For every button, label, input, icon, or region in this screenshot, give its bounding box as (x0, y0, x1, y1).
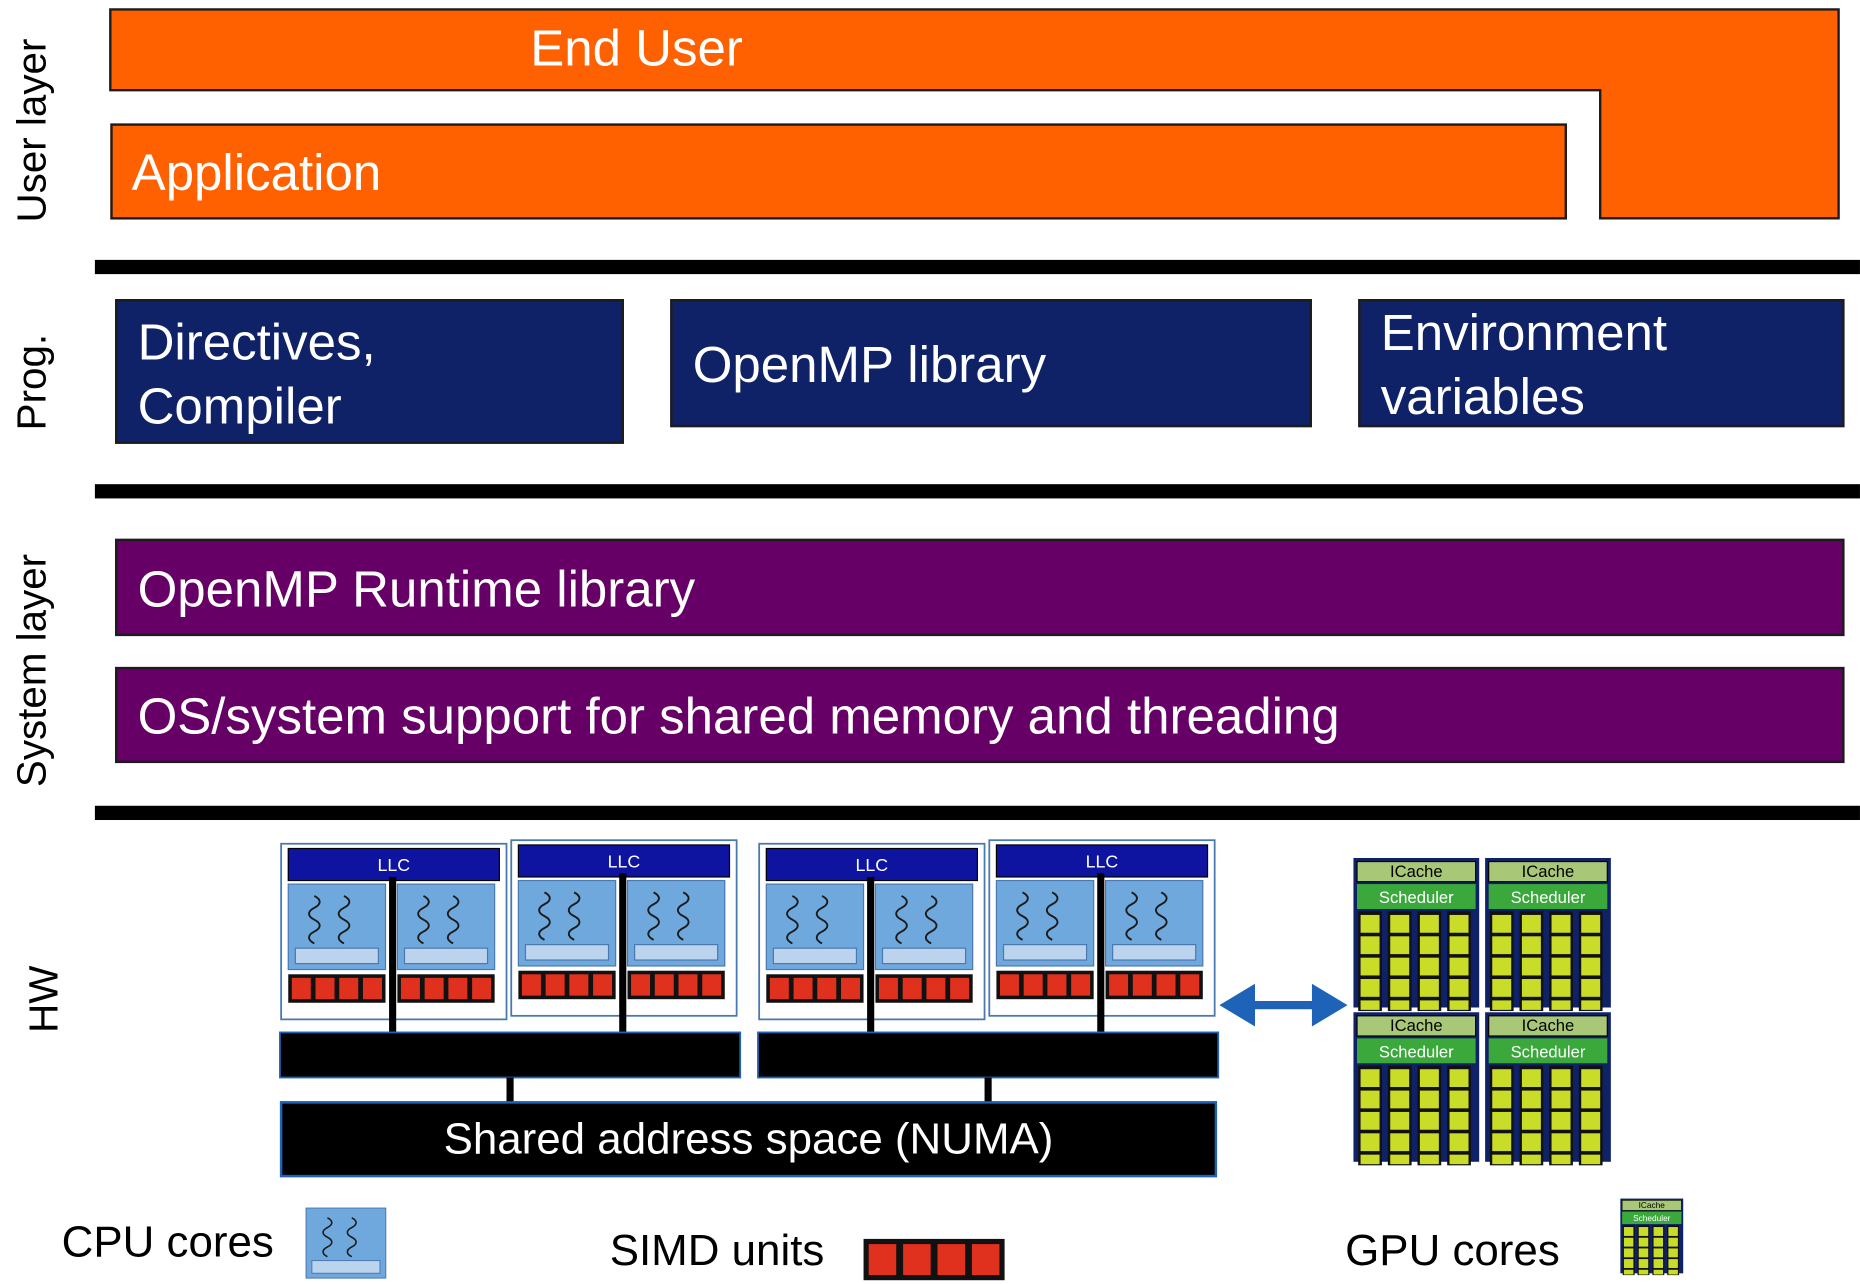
icache-label: ICache (1522, 862, 1575, 881)
simd-unit (996, 970, 1094, 1000)
scheduler-label: Scheduler (1633, 1213, 1671, 1223)
runtime-library-label: OpenMP Runtime library (137, 561, 696, 619)
llc-label: LLC (378, 855, 411, 875)
icache-label: ICache (1639, 1200, 1666, 1210)
numa-shared-memory: Shared address space (NUMA) (279, 1101, 1218, 1178)
cpu-core (518, 881, 615, 966)
cpu-sockets: LLC LLC LLC LLC (279, 839, 1220, 1104)
directives-compiler-box: Directives, Compiler (115, 299, 624, 444)
layer-divider (94, 484, 1860, 499)
gpu-cores: ICacheSchedulerICacheSchedulerICacheSche… (1353, 857, 1611, 1166)
os-support-label: OS/system support for shared memory and … (137, 688, 1340, 746)
socket-interconnect (757, 1031, 1220, 1079)
llc-label: LLC (608, 851, 641, 871)
numa-label: Shared address space (NUMA) (443, 1114, 1054, 1163)
application-box: Application (110, 123, 1567, 220)
scheduler-label: Scheduler (1511, 888, 1586, 907)
cpu-core (1106, 881, 1203, 966)
llc-label: LLC (1086, 851, 1119, 871)
cpu-core (875, 884, 972, 969)
cpu-core-legend-icon (306, 1208, 386, 1278)
end-user-shape (109, 8, 1840, 220)
scheduler-label: Scheduler (1511, 1042, 1586, 1061)
openmp-library-label: OpenMP library (692, 337, 1047, 394)
simd-unit (766, 974, 864, 1003)
socket-interconnect (279, 1031, 742, 1079)
cpu-chip: LLC (758, 842, 986, 1046)
scheduler-label: Scheduler (1379, 1042, 1454, 1061)
cpu-cores-legend-label: CPU cores (61, 1217, 274, 1267)
icache-label: ICache (1390, 862, 1443, 881)
compiler-label: Compiler (137, 378, 342, 436)
cpu-core (627, 881, 724, 966)
cpu-core (996, 881, 1093, 966)
cpu-core (766, 884, 863, 969)
layer-divider (94, 805, 1860, 821)
end-user-label: End User (530, 20, 743, 78)
runtime-library-box: OpenMP Runtime library (115, 538, 1845, 637)
icache-label: ICache (1390, 1016, 1443, 1035)
simd-units-legend-label: SIMD units (609, 1225, 825, 1275)
environment-variables-box: Environment variables (1358, 299, 1845, 428)
simd-unit (288, 974, 386, 1003)
os-support-box: OS/system support for shared memory and … (115, 666, 1845, 764)
scheduler-label: Scheduler (1379, 888, 1454, 907)
simd-unit (397, 974, 495, 1003)
simd-unit (1105, 970, 1203, 1000)
simd-unit (875, 974, 973, 1003)
simd-unit (627, 970, 725, 1000)
simd-unit (518, 970, 616, 1000)
openmp-library-box: OpenMP library (670, 299, 1312, 428)
cpu-gpu-link-arrow (1219, 983, 1348, 1027)
gpu-cores-legend-label: GPU cores (1345, 1225, 1560, 1275)
llc-label: LLC (856, 855, 889, 875)
environment-label: Environment (1380, 304, 1668, 362)
simd-legend-icon (863, 1238, 1005, 1281)
cpu-core (288, 884, 385, 969)
layer-divider (94, 259, 1860, 275)
directives-label: Directives, (137, 314, 376, 372)
cpu-chip: LLC (510, 839, 738, 1042)
cpu-core (397, 884, 494, 969)
application-label: Application (131, 144, 382, 202)
cpu-chip: LLC (280, 842, 508, 1046)
variables-label: variables (1380, 369, 1585, 427)
icache-label: ICache (1522, 1016, 1575, 1035)
cpu-chip: LLC (988, 839, 1216, 1042)
